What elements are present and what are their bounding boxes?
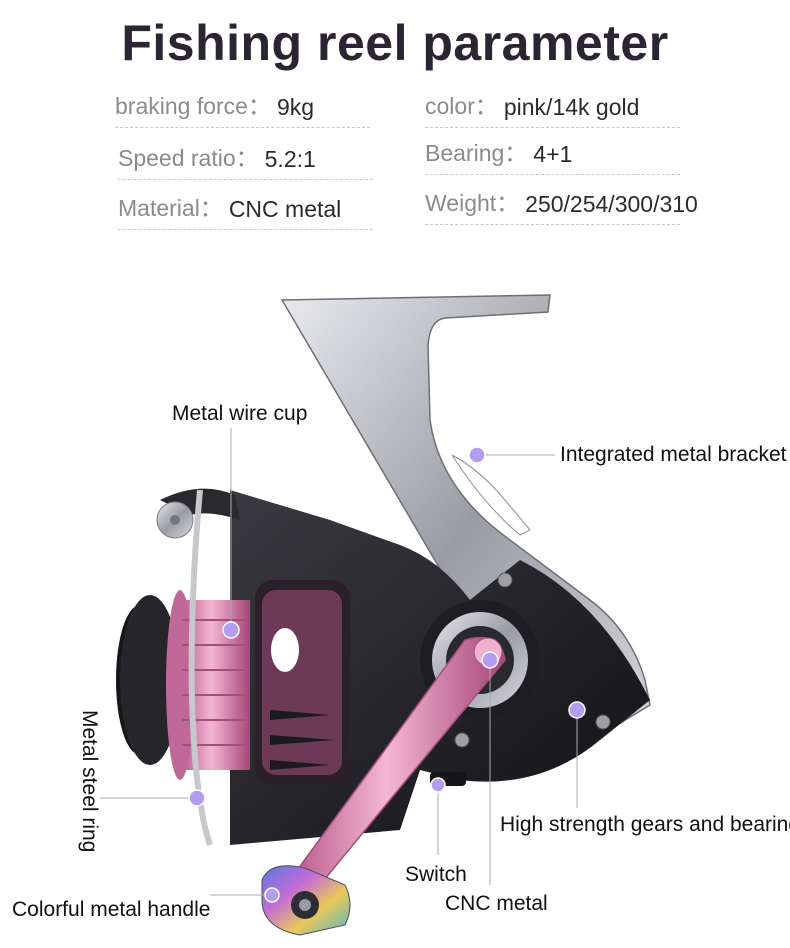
param-speed-ratio: Speed ratio： 5.2:1	[118, 140, 373, 180]
param-key: braking force：	[115, 93, 271, 119]
callout-metal-wire-cup: Metal wire cup	[172, 402, 308, 425]
callout-integrated-metal-bracket: Integrated metal bracket	[560, 443, 787, 466]
param-bearing: Bearing： 4+1	[425, 135, 680, 175]
callout-dot	[264, 887, 280, 903]
param-weight: Weight： 250/254/300/310	[425, 185, 698, 225]
callout-cnc-metal: CNC metal	[445, 892, 548, 915]
param-material: Material： CNC metal	[118, 190, 373, 230]
param-value: 5.2:1	[264, 146, 316, 172]
callout-dot	[430, 777, 446, 793]
callout-colorful-metal-handle: Colorful metal handle	[12, 898, 211, 921]
param-key: color：	[425, 93, 498, 119]
callout-metal-steel-ring: Metal steel ring	[78, 710, 101, 853]
param-key: Bearing：	[425, 140, 528, 166]
callout-dot	[468, 446, 486, 464]
bail-wire	[188, 489, 213, 846]
param-value: 250/254/300/310	[525, 191, 698, 217]
param-braking-force: braking force： 9kg	[115, 88, 370, 128]
callout-dot	[188, 789, 206, 807]
bracket-slot	[451, 454, 531, 536]
param-key: Material：	[118, 195, 223, 221]
callout-dot	[568, 701, 586, 719]
param-color: color： pink/14k gold	[425, 88, 680, 128]
param-key: Speed ratio：	[118, 145, 259, 171]
param-value: pink/14k gold	[503, 94, 640, 120]
callout-dot	[222, 621, 240, 639]
page-title: Fishing reel parameter	[121, 15, 669, 71]
param-value: CNC metal	[228, 196, 342, 222]
callout-dot	[481, 651, 499, 669]
callout-high-strength-gears: High strength gears and bearings	[500, 813, 790, 836]
callout-switch: Switch	[405, 863, 467, 886]
param-key: Weight：	[425, 190, 520, 216]
param-value: 9kg	[276, 94, 315, 120]
param-value: 4+1	[533, 141, 573, 167]
